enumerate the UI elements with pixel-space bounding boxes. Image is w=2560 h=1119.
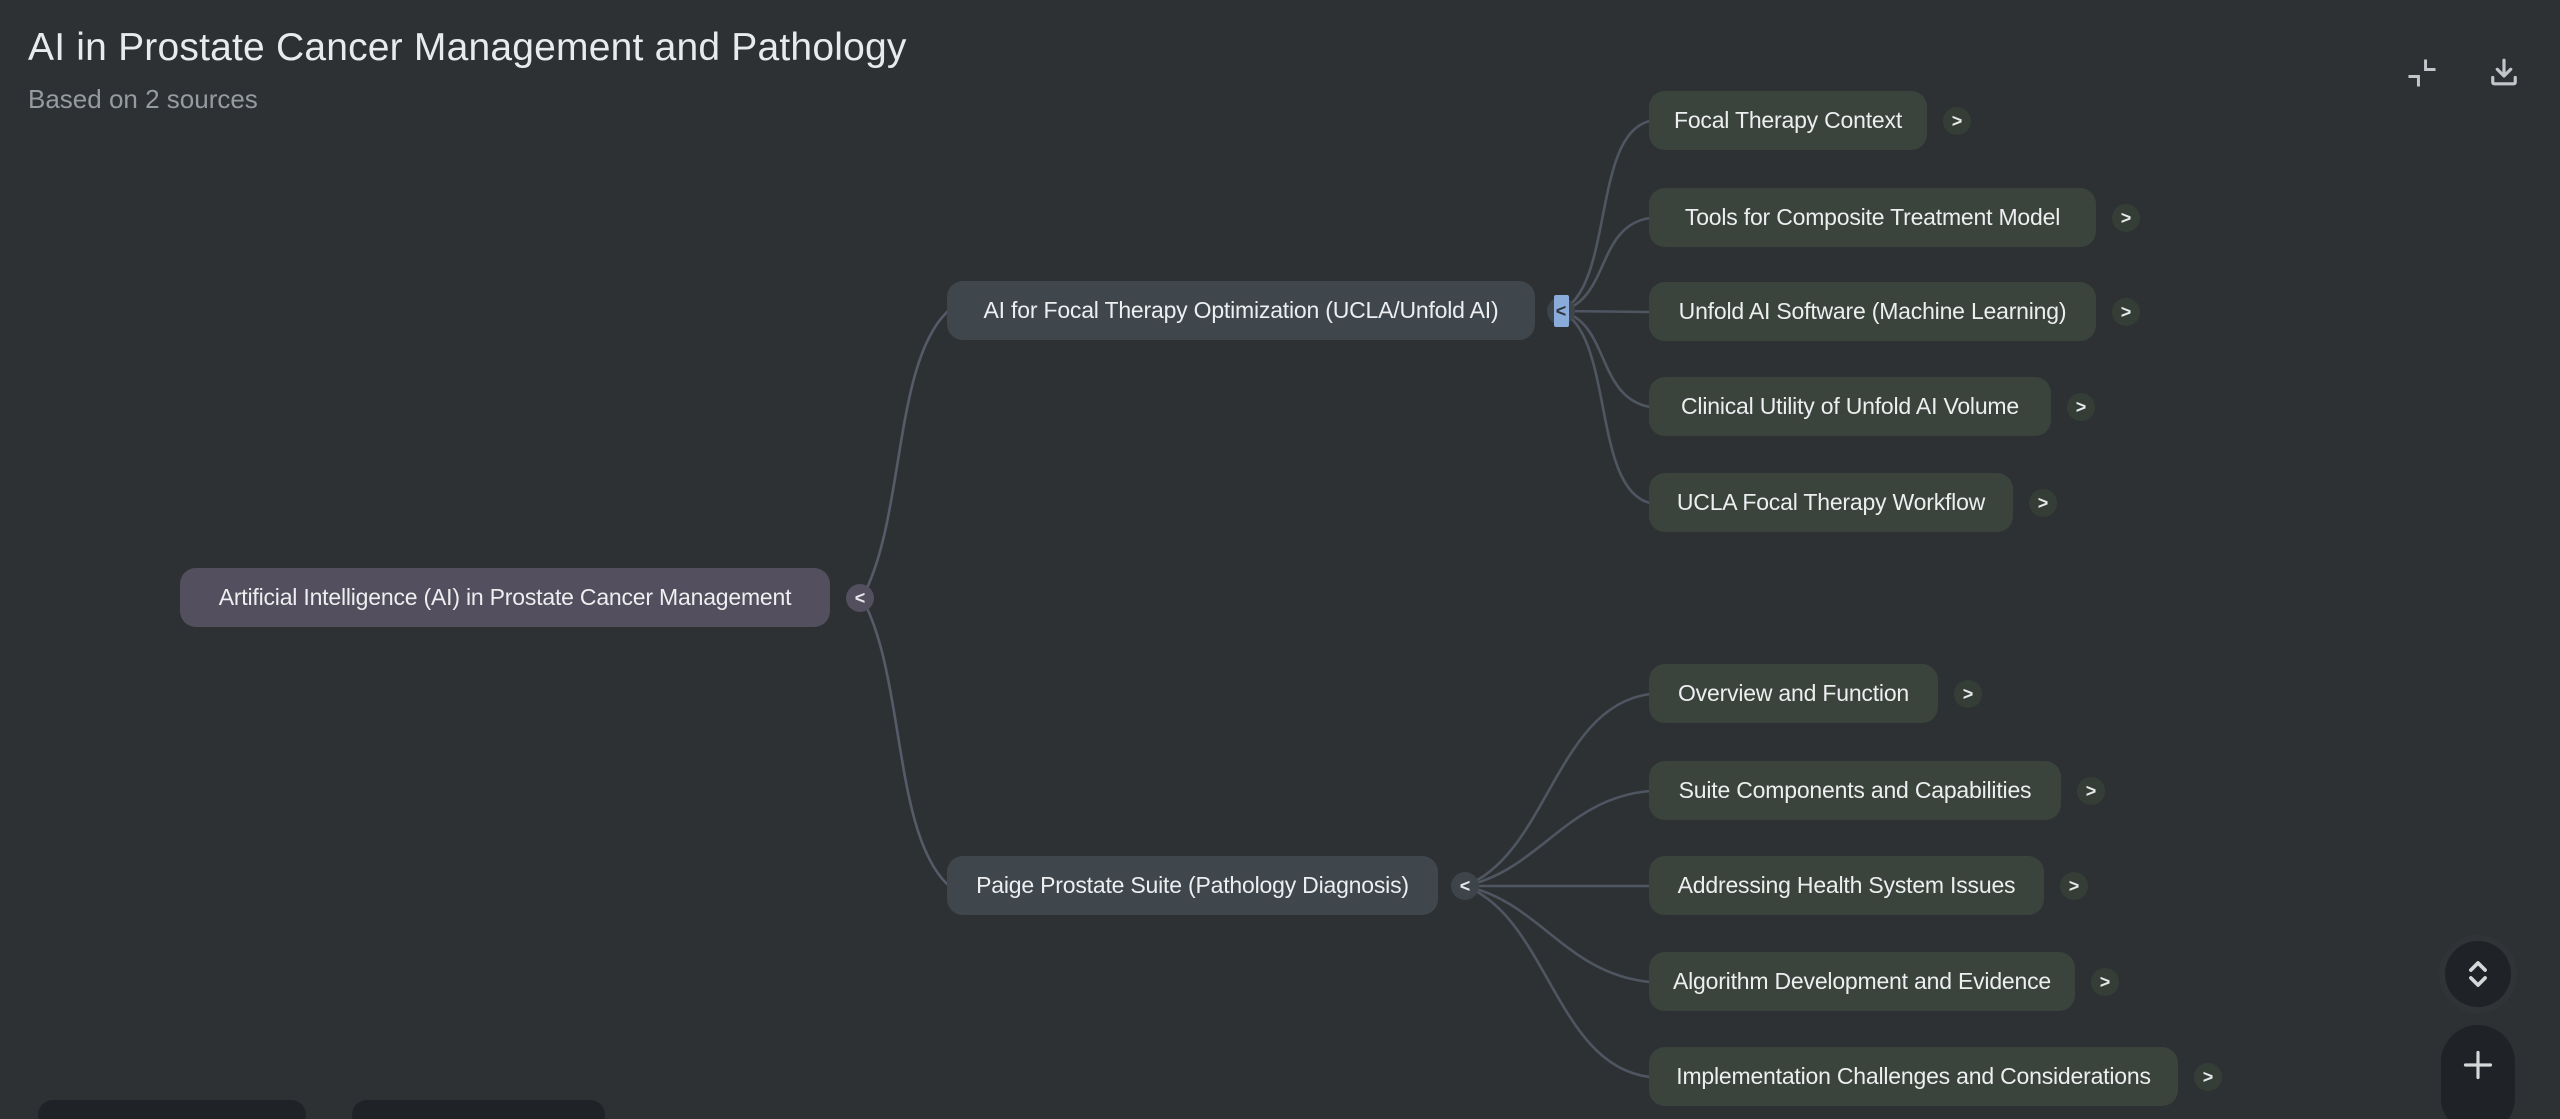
chevron-right-glyph: > <box>2075 397 2087 417</box>
expand-node-button[interactable]: > <box>2112 204 2140 232</box>
mindmap-node-branch[interactable]: AI for Focal Therapy Optimization (UCLA/… <box>947 281 1535 340</box>
mindmap-node-leaf[interactable]: UCLA Focal Therapy Workflow <box>1649 473 2013 532</box>
expand-node-button[interactable]: > <box>2029 489 2057 517</box>
expand-node-button[interactable]: > <box>1954 680 1982 708</box>
node-label: Paige Prostate Suite (Pathology Diagnosi… <box>976 872 1409 898</box>
unfold-more-icon <box>2469 961 2487 987</box>
plus-icon <box>2463 1050 2493 1080</box>
mindmap-node-leaf[interactable]: Overview and Function <box>1649 664 1938 723</box>
collapse-node-button[interactable]: < <box>1451 872 1479 900</box>
node-label: Clinical Utility of Unfold AI Volume <box>1681 393 2019 419</box>
mindmap-node-leaf[interactable]: Addressing Health System Issues <box>1649 856 2044 915</box>
expand-node-button[interactable]: > <box>2112 298 2140 326</box>
chevron-right-glyph: > <box>1962 684 1974 704</box>
download-icon <box>2491 58 2517 86</box>
mindmap-node-leaf[interactable]: Algorithm Development and Evidence <box>1649 952 2075 1011</box>
mindmap-node-leaf[interactable]: Focal Therapy Context <box>1649 91 1927 150</box>
suggestion-chip-1[interactable] <box>38 1100 306 1119</box>
scroll-nodes-button[interactable] <box>2445 941 2511 1007</box>
page-title: AI in Prostate Cancer Management and Pat… <box>28 26 907 69</box>
mindmap-node-leaf[interactable]: Clinical Utility of Unfold AI Volume <box>1649 377 2051 436</box>
suggestion-chip-2[interactable] <box>352 1100 605 1119</box>
mindmap-node-branch[interactable]: Paige Prostate Suite (Pathology Diagnosi… <box>947 856 1438 915</box>
mindmap-node-leaf[interactable]: Suite Components and Capabilities <box>1649 761 2061 820</box>
collapse-node-button-selected[interactable]: < <box>1547 295 1575 327</box>
chevron-right-glyph: > <box>2120 302 2132 322</box>
collapse-icon <box>2408 59 2436 87</box>
expand-node-button[interactable]: > <box>2194 1063 2222 1091</box>
chevron-right-glyph: > <box>1951 111 1963 131</box>
node-label: Implementation Challenges and Considerat… <box>1676 1063 2151 1089</box>
chevron-right-glyph: > <box>2068 876 2080 896</box>
chevron-right-glyph: > <box>2202 1067 2214 1087</box>
mindmap-node-leaf[interactable]: Implementation Challenges and Considerat… <box>1649 1047 2178 1106</box>
selection-highlight <box>1554 295 1569 327</box>
node-label: Tools for Composite Treatment Model <box>1684 204 2061 230</box>
chevron-left-glyph: < <box>854 588 866 608</box>
node-label: Overview and Function <box>1677 680 1910 706</box>
collapse-node-button[interactable]: < <box>846 584 874 612</box>
expand-node-button[interactable]: > <box>2067 393 2095 421</box>
chevron-right-glyph: > <box>2037 493 2049 513</box>
mindmap-node-root[interactable]: Artificial Intelligence (AI) in Prostate… <box>180 568 830 627</box>
zoom-in-button[interactable] <box>2441 1025 2515 1119</box>
mindmap-node-leaf[interactable]: Tools for Composite Treatment Model <box>1649 188 2096 247</box>
chevron-left-glyph: < <box>1555 301 1567 321</box>
chevron-left-glyph: < <box>1459 876 1471 896</box>
mindmap-node-leaf[interactable]: Unfold AI Software (Machine Learning) <box>1649 282 2096 341</box>
chevron-right-glyph: > <box>2120 208 2132 228</box>
download-button[interactable] <box>2484 53 2524 93</box>
chevron-right-glyph: > <box>2085 781 2097 801</box>
toolbar <box>2402 53 2524 93</box>
expand-node-button[interactable]: > <box>2091 968 2119 996</box>
node-label: Artificial Intelligence (AI) in Prostate… <box>218 584 792 610</box>
expand-node-button[interactable]: > <box>2077 777 2105 805</box>
chevron-right-glyph: > <box>2099 972 2111 992</box>
expand-node-button[interactable]: > <box>2060 872 2088 900</box>
node-label: UCLA Focal Therapy Workflow <box>1676 489 1986 515</box>
node-label: Addressing Health System Issues <box>1677 872 2016 898</box>
expand-node-button[interactable]: > <box>1943 107 1971 135</box>
node-label: AI for Focal Therapy Optimization (UCLA/… <box>983 297 1499 323</box>
collapse-view-button[interactable] <box>2402 53 2442 93</box>
node-label: Suite Components and Capabilities <box>1678 777 2032 803</box>
source-count: Based on 2 sources <box>28 84 258 114</box>
node-label: Unfold AI Software (Machine Learning) <box>1678 298 2067 324</box>
node-label: Algorithm Development and Evidence <box>1672 968 2052 994</box>
node-label: Focal Therapy Context <box>1673 107 1903 133</box>
